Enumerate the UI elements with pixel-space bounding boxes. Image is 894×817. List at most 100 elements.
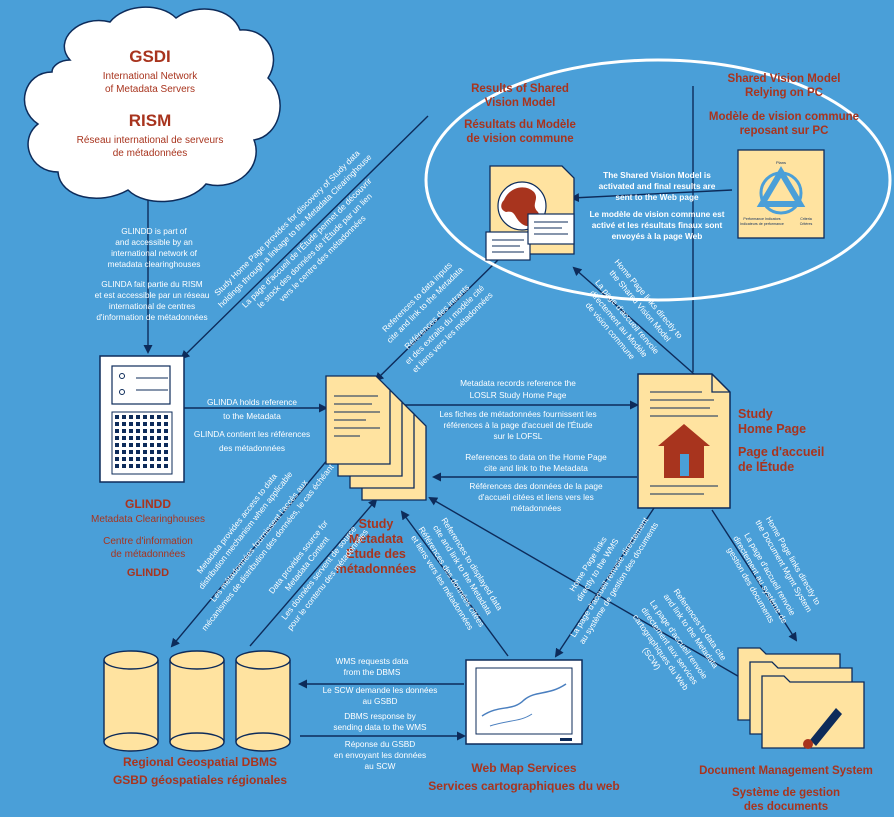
- edge-wms-metadata: [400, 510, 509, 657]
- server-icon: [99, 355, 185, 483]
- server-key: [143, 450, 147, 454]
- label-line: métadonnées: [511, 503, 561, 513]
- dms-title: Document Management System: [699, 765, 873, 777]
- server-key: [129, 464, 133, 468]
- server-key: [115, 429, 119, 433]
- study-metadata-text: Study Metadata Étude des métadonnées: [336, 517, 417, 576]
- server-key: [164, 415, 168, 419]
- gsdi-sub1: International Network: [103, 71, 198, 82]
- label-line: en envoyant les données: [334, 750, 426, 760]
- server-key: [136, 450, 140, 454]
- label-line: sent to the Web page: [615, 192, 699, 202]
- label-line: References to data on the Home Page: [465, 452, 607, 462]
- results-title-2: Vision Model: [485, 97, 556, 109]
- metadata-title-1: Study: [359, 517, 394, 531]
- results-title-fr-1: Résultats du Modèle: [464, 119, 576, 131]
- server-key: [122, 415, 126, 419]
- rism-sub1: Réseau international de serveurs: [77, 135, 224, 146]
- home-title-2: Home Page: [738, 422, 806, 436]
- label-line: et est accessible par un réseau: [95, 290, 210, 300]
- label-wms-requests: WMS requests data from the DBMS Le SCW d…: [323, 656, 438, 706]
- server-key: [136, 457, 140, 461]
- wms-text: Web Map Services Services cartographique…: [428, 761, 619, 793]
- server-key: [143, 464, 147, 468]
- dbms-text: Regional Geospatial DBMS GSBD géospatial…: [113, 755, 287, 787]
- server-key: [143, 443, 147, 447]
- home-title-fr-2: de lÉtude: [738, 459, 794, 474]
- svm-title-fr-1: Modèle de vision commune: [709, 111, 859, 123]
- label-line: WMS requests data: [336, 656, 409, 666]
- label-line: d'information de métadonnées: [96, 312, 207, 322]
- wms-title-fr: Services cartographiques du web: [428, 779, 619, 793]
- label-line: Le modèle de vision commune est: [589, 209, 724, 219]
- server-key: [136, 422, 140, 426]
- label-dbms-response: DBMS response by sending data to the WMS…: [333, 711, 427, 771]
- server-key: [122, 457, 126, 461]
- dbms-title: Regional Geospatial DBMS: [123, 755, 277, 769]
- label-line: GLINDD is part of: [121, 226, 187, 236]
- dbms-title-fr: GSBD géospatiales régionales: [113, 773, 287, 787]
- server-key: [164, 429, 168, 433]
- label-line: des métadonnées: [219, 443, 285, 453]
- edge-results-metadata: [374, 257, 501, 382]
- results-text: Results of Shared Vision Model Résultats…: [464, 83, 576, 145]
- label-line: au SCW: [365, 761, 396, 771]
- svm-diagram-icon: [737, 149, 825, 239]
- svm-perf-fr-label: Indicateurs de performance: [740, 222, 784, 226]
- monitor-icon: [465, 659, 583, 745]
- edge-homepage-wms: [554, 507, 655, 658]
- svm-title-2: Relying on PC: [745, 87, 823, 99]
- label-line: GLINDA holds reference: [207, 397, 297, 407]
- label-line: cite and link to the Metadata: [484, 463, 588, 473]
- label-line: and accessible by an: [115, 237, 193, 247]
- label-line: sur le LOFSL: [494, 431, 543, 441]
- label-line: Références des données de la page: [469, 481, 603, 491]
- server-key: [164, 436, 168, 440]
- label-diag-refs-inputs: References to data inputs cite and link …: [380, 260, 495, 375]
- label-line: au GSBD: [362, 696, 397, 706]
- server-key: [122, 422, 126, 426]
- server-key: [143, 422, 147, 426]
- label-line: Metadata records reference the: [460, 378, 576, 388]
- label-line: international de centres: [109, 301, 195, 311]
- cylinder: [235, 650, 291, 752]
- folders-icon: [737, 647, 865, 749]
- server-key: [164, 464, 168, 468]
- gsdi-sub2: of Metadata Servers: [105, 84, 195, 95]
- server-key: [164, 443, 168, 447]
- label-line: activated and final results are: [599, 181, 716, 191]
- rism-title: RISM: [129, 111, 172, 130]
- label-diag-home-dms: Home Page links directly to the Document…: [725, 514, 823, 625]
- label-line: Réponse du GSBD: [345, 739, 416, 749]
- server-key: [150, 429, 154, 433]
- metadata-title-fr-1: Étude des: [346, 546, 406, 561]
- label-glindd-part: GLINDD is part of and accessible by an i…: [95, 226, 210, 322]
- server-key: [150, 436, 154, 440]
- server-key: [150, 422, 154, 426]
- results-globe-icon: [485, 165, 575, 261]
- edge-metadata-dbms: [170, 439, 345, 648]
- server-key: [115, 464, 119, 468]
- server-key: [136, 436, 140, 440]
- edge-homepage-glindd: [180, 115, 429, 360]
- glindd-text: GLINDD Metadata Clearinghouses Centre d'…: [91, 497, 205, 579]
- svm-crit-fr-label: Critères: [800, 222, 813, 226]
- metadata-docs-icon: [325, 375, 427, 501]
- server-key: [157, 443, 161, 447]
- svm-crit-label: Criteria: [800, 217, 812, 221]
- server-key: [115, 443, 119, 447]
- label-line: Les fiches de métadonnées fournissent le…: [439, 409, 596, 419]
- server-key: [115, 450, 119, 454]
- rism-sub2: de métadonnées: [113, 148, 188, 159]
- server-key: [129, 415, 133, 419]
- label-line: envoyés à la page Web: [612, 231, 703, 241]
- home-title-fr-1: Page d'accueil: [738, 445, 824, 459]
- edge-homepage-dms: [711, 509, 798, 642]
- server-key: [129, 450, 133, 454]
- label-line: DBMS response by: [344, 711, 416, 721]
- home-title-1: Study: [738, 407, 773, 421]
- label-line: GLINDA contient les références: [194, 429, 310, 439]
- edge-svm-results: [570, 189, 733, 203]
- server-key: [122, 450, 126, 454]
- server-key: [143, 457, 147, 461]
